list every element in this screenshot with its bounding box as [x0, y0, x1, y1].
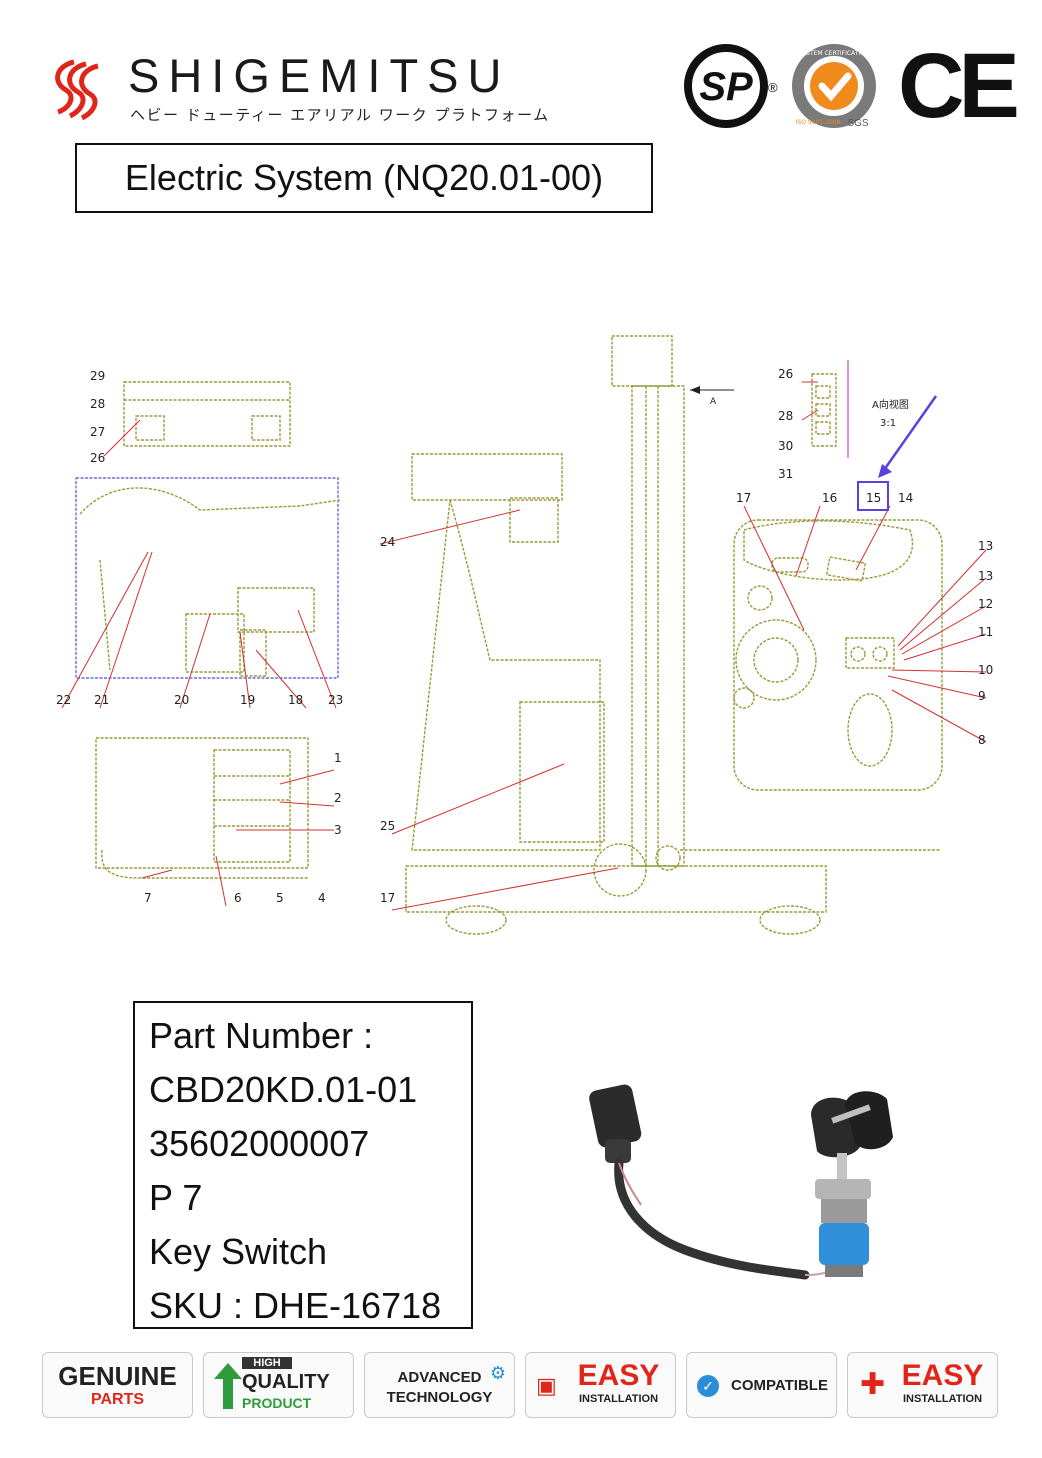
gear-icon: ⚙: [489, 1363, 506, 1383]
badge-easy-line1: EASY: [577, 1359, 660, 1392]
callout-8: 8: [978, 733, 986, 747]
callout-11: 11: [978, 625, 993, 639]
badge-compatible: ✓ COMPATIBLE: [686, 1352, 837, 1418]
badge-tech-line2: TECHNOLOGY: [386, 1389, 493, 1406]
callout-15-highlighted: 15: [866, 491, 881, 505]
shigemitsu-logo-icon: [55, 59, 99, 121]
badge-quality-line3: PRODUCT: [242, 1395, 312, 1411]
callout-23: 23: [328, 693, 343, 707]
view-a-label: A向视图: [872, 398, 909, 411]
callout-29: 29: [90, 369, 105, 383]
badge-quality-line2: QUALITY: [242, 1371, 330, 1393]
sgs-certification-icon: SYSTEM CERTIFICATION ISO 9001:2008 SGS: [792, 44, 876, 129]
view-arrow-label: A: [710, 397, 717, 407]
callout-5: 5: [276, 891, 284, 905]
part-info-box: Part Number : CBD20KD.01-01 35602000007 …: [133, 1001, 473, 1329]
badge-genuine-parts: GENUINE PARTS: [42, 1352, 193, 1418]
callout-28: 28: [90, 397, 105, 411]
brand-header: SHIGEMITSU ヘビー ドューティー エアリアル ワーク プラトフォーム: [44, 50, 644, 130]
brand-subtitle: ヘビー ドューティー エアリアル ワーク プラトフォーム: [130, 106, 550, 124]
callout-13: 13: [978, 539, 993, 553]
callout-7: 7: [144, 891, 152, 905]
brand-name: SHIGEMITSU: [128, 49, 511, 102]
badge-genuine-line2: PARTS: [90, 1391, 145, 1408]
ce-mark: CE: [898, 35, 1020, 137]
svg-text:SP: SP: [699, 65, 753, 109]
csa-registered-mark: ®: [768, 80, 778, 95]
badge-high-quality: HIGH QUALITY PRODUCT: [203, 1352, 354, 1418]
badge-compatible-line1: COMPATIBLE: [731, 1377, 828, 1394]
callout-26-a: 26: [778, 367, 793, 381]
badge-quality-line1: HIGH: [242, 1357, 292, 1369]
callout-6: 6: [234, 891, 242, 905]
callout-24: 24: [380, 535, 395, 549]
svg-text:SYSTEM CERTIFICATION: SYSTEM CERTIFICATION: [799, 50, 870, 57]
callout-9: 9: [978, 689, 986, 703]
key-switch-photo: [589, 1084, 893, 1280]
badge-easy2-line1: EASY: [901, 1359, 984, 1392]
part-position: P 7: [149, 1177, 203, 1218]
callout-14: 14: [898, 491, 913, 505]
feature-badges: GENUINE PARTS HIGH QUALITY PRODUCT ADVAN…: [42, 1352, 1000, 1420]
callout-17-main: 17: [380, 891, 395, 905]
callout-10: 10: [978, 663, 993, 677]
quality-arrow-icon: [214, 1363, 242, 1409]
view-a-scale: 3:1: [880, 418, 896, 429]
callout-18: 18: [288, 693, 303, 707]
part-number-label: Part Number :: [149, 1015, 374, 1056]
badge-advanced-technology: ADVANCED TECHNOLOGY ⚙: [364, 1352, 515, 1418]
callout-27: 27: [90, 425, 105, 439]
wrench-icon: ✚: [860, 1368, 886, 1401]
callout-1: 1: [334, 751, 342, 765]
part-sku: SKU : DHE-16718: [149, 1285, 442, 1326]
badge-easy-installation: ▣ EASY INSTALLATION: [525, 1352, 676, 1418]
callout-3: 3: [334, 823, 342, 837]
callout-16: 16: [822, 491, 837, 505]
svg-text:ISO 9001:2008: ISO 9001:2008: [796, 119, 841, 126]
callout-17: 17: [736, 491, 751, 505]
callout-13b: 13: [978, 569, 993, 583]
part-name: Key Switch: [149, 1231, 328, 1272]
badge-genuine-line1: GENUINE: [58, 1361, 177, 1391]
toolbox-icon: ▣: [536, 1373, 557, 1398]
svg-text:SGS: SGS: [847, 118, 868, 129]
badge-easy-installation-2: ✚ EASY INSTALLATION: [847, 1352, 998, 1418]
callout-30: 30: [778, 439, 793, 453]
callout-21: 21: [94, 693, 109, 707]
part-number-secondary: 35602000007: [149, 1123, 370, 1164]
callout-12: 12: [978, 597, 993, 611]
badge-easy2-line2: INSTALLATION: [902, 1393, 983, 1405]
page-title: Electric System (NQ20.01-00): [75, 143, 653, 213]
callout-25: 25: [380, 819, 395, 833]
badge-tech-line1: ADVANCED: [397, 1369, 482, 1386]
callout-26: 26: [90, 451, 105, 465]
electric-system-diagram: 29 28 27 26 24 22 21 20 19 18 23 1 2 3 2…: [56, 335, 993, 935]
check-icon: ✓: [697, 1375, 719, 1397]
callout-20: 20: [174, 693, 189, 707]
callout-31: 31: [778, 467, 793, 481]
callout-22: 22: [56, 693, 71, 707]
callout-2: 2: [334, 791, 342, 805]
part-number-primary: CBD20KD.01-01: [149, 1069, 418, 1110]
callout-4: 4: [318, 891, 326, 905]
callout-19: 19: [240, 693, 255, 707]
badge-easy-line2: INSTALLATION: [578, 1393, 659, 1405]
csa-certification-icon: SP: [684, 44, 768, 128]
callout-28-a: 28: [778, 409, 793, 423]
